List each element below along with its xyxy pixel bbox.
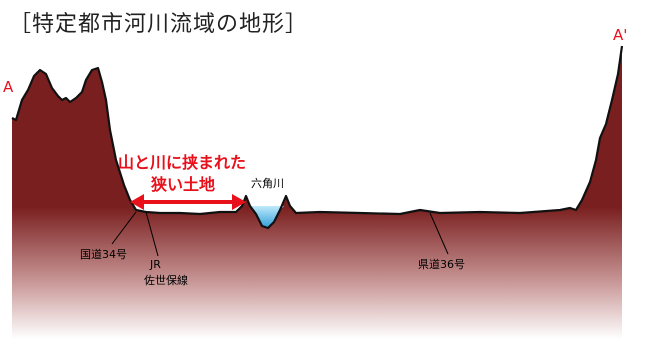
river-label: 六角川	[251, 177, 284, 190]
narrow-land-label-line2: 狭い土地	[151, 175, 216, 194]
jr-label-line2: 佐世保線	[144, 274, 188, 287]
highlight-arrow-left-head	[130, 194, 144, 210]
terrain-fill	[12, 46, 622, 339]
route36-label: 県道36号	[418, 258, 465, 271]
endpoint-a-prime-label: A'	[613, 26, 628, 44]
highlight-arrow-right-head	[232, 194, 246, 210]
jr-label-line1: JR	[150, 258, 161, 271]
page-title: ［特定都市河川流域の地形］	[9, 12, 309, 37]
river-water	[250, 206, 284, 228]
route36-leader	[429, 212, 449, 255]
narrow-land-label-line1: 山と川に挟まれた	[118, 153, 247, 172]
endpoint-a-label: A	[3, 78, 14, 96]
route34-leader	[111, 211, 137, 245]
jr-leader	[145, 211, 159, 257]
route34-label: 国道34号	[80, 248, 127, 261]
terrain-outline	[11, 45, 624, 230]
